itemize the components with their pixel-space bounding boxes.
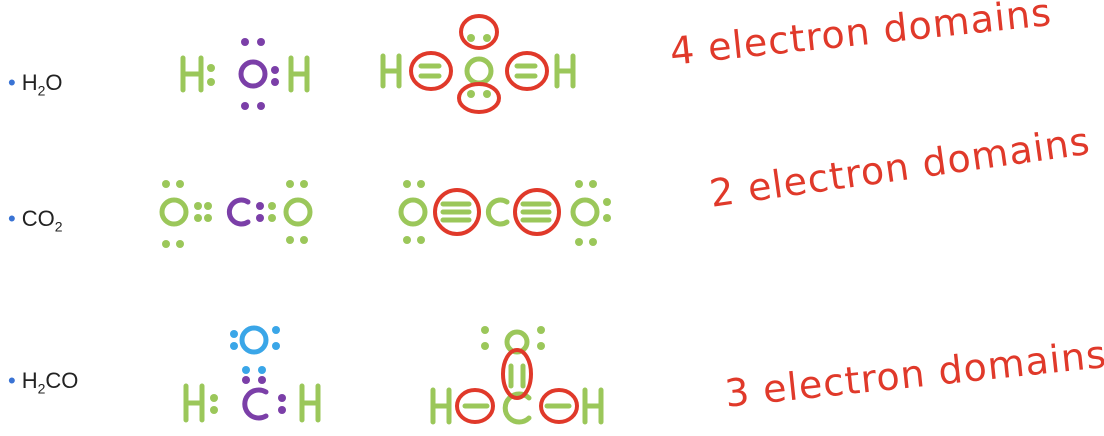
annotation-co2: 2 electron domains (706, 118, 1094, 216)
domain-diagram-h2o (380, 14, 576, 114)
lewis-structure-h2co-dots (183, 325, 321, 423)
lewis-structure-co2-dots (159, 180, 313, 248)
annotation-h2o: 4 electron domains (667, 0, 1054, 74)
formula-label-h2o: •H2O (8, 70, 63, 99)
formula-label-co2: •CO2 (8, 206, 63, 235)
bullet-icon: • (8, 206, 16, 231)
lewis-structure-h2o-dots (180, 38, 310, 110)
annotation-h2co: 3 electron domains (722, 332, 1104, 416)
bullet-icon: • (8, 70, 16, 95)
domain-diagram-co2 (398, 180, 611, 246)
domain-diagram-h2co (430, 326, 604, 425)
bullet-icon: • (8, 368, 16, 393)
formula-label-h2co: •H2CO (8, 368, 79, 397)
